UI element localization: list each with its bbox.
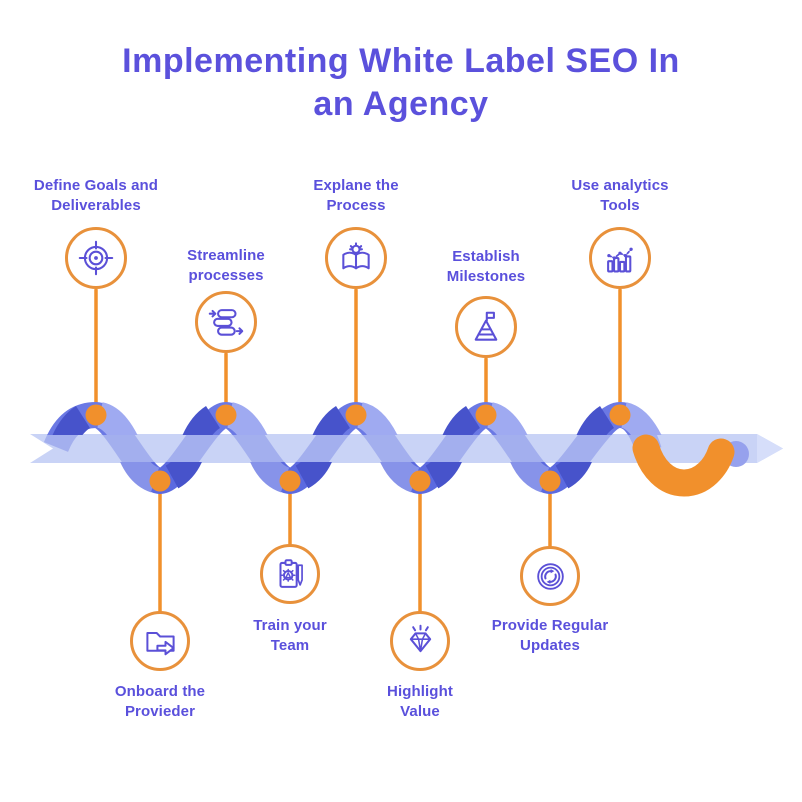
step-label-streamline: Streamline processes: [187, 247, 265, 284]
flag-mountain-icon: [474, 311, 498, 341]
step-circle-explane: [325, 227, 387, 289]
diamond-icon: [409, 624, 431, 652]
band-arrow-tip: [757, 434, 783, 463]
node-dot-train: [279, 470, 301, 492]
step-circle-train: [260, 544, 320, 604]
analytics-chart-icon: [607, 247, 633, 273]
node-dot-establish: [475, 404, 497, 426]
sync-icon: [536, 562, 564, 590]
node-dot-onboard: [149, 470, 171, 492]
step-label-highlight: Highlight Value: [387, 683, 453, 720]
clipboard-gear-icon: [278, 558, 303, 588]
step-label-provide: Provide Regular Updates: [491, 617, 609, 654]
step-label-explane: Explane the Process: [313, 177, 399, 214]
step-label-establish: Establish Milestones: [446, 248, 526, 285]
step-circle-streamline: [195, 291, 257, 353]
node-dot-explane: [345, 404, 367, 426]
step-circle-onboard: [130, 611, 190, 671]
node-dot-define-goals: [85, 404, 107, 426]
step-circle-provide: [520, 546, 580, 606]
step-label-onboard: Onboard the Provieder: [114, 683, 206, 720]
connector-lines: [94, 288, 622, 614]
page-title-line1: Implementing White Label SEO In: [122, 42, 680, 80]
book-gear-icon: [342, 242, 370, 270]
step-label-train: Train your Team: [253, 617, 327, 654]
page-title: Implementing White Label SEO In an Agenc…: [0, 40, 802, 126]
node-dot-provide: [539, 470, 561, 492]
step-circle-define-goals: [65, 227, 127, 289]
folder-forward-icon: [145, 631, 175, 655]
step-circle-establish: [455, 296, 517, 358]
workflow-icon: [208, 309, 244, 336]
step-label-define-goals: Define Goals and Deliverables: [33, 177, 159, 214]
step-circle-highlight: [390, 611, 450, 671]
node-dot-use-analytics: [609, 404, 631, 426]
node-dot-streamline: [215, 404, 237, 426]
step-label-use-analytics: Use analytics Tools: [571, 177, 669, 214]
target-icon: [78, 240, 114, 276]
node-dot-highlight: [409, 470, 431, 492]
node-dots: [85, 404, 631, 492]
orange-wave-segment: [632, 434, 735, 497]
step-circle-use-analytics: [589, 227, 651, 289]
page-title-line2: an Agency: [313, 84, 489, 123]
